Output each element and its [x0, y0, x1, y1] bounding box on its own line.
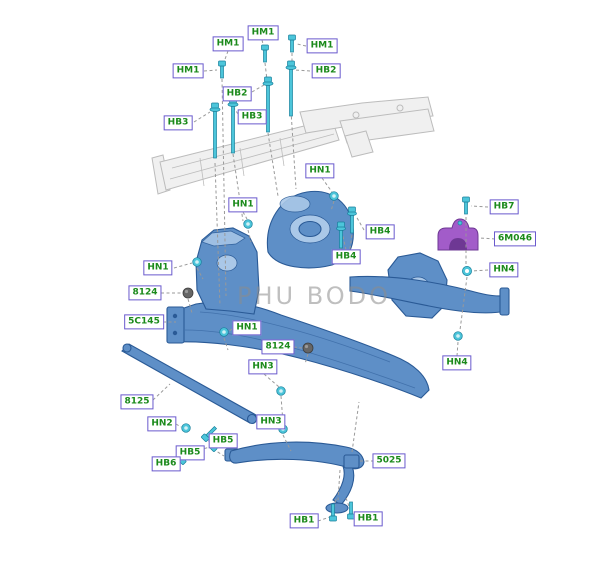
part-label-6m046-1: 6M046: [493, 231, 537, 247]
part-label-hb3-2: HB3: [237, 109, 267, 125]
part-label-hn2-1: HN2: [147, 416, 177, 432]
part-label-hb3-1: HB3: [163, 115, 193, 131]
part-label-8124-2: 8124: [261, 339, 295, 355]
part-label-hn1-3: HN1: [143, 260, 173, 276]
insulator-6m046: [437, 218, 479, 251]
part-label-hb5-2: HB5: [175, 445, 205, 461]
subframe-crossmember: [166, 190, 510, 399]
part-label-hb5-1: HB5: [208, 433, 238, 449]
part-label-8125-1: 8125: [120, 394, 154, 410]
part-label-hb1-2: HB1: [353, 511, 383, 527]
part-label-hm1-1: HM1: [212, 36, 244, 52]
part-label-hb6-1: HB6: [151, 456, 181, 472]
part-label-hn1-4: HN1: [232, 320, 262, 336]
part-label-hn4-1: HN4: [489, 262, 519, 278]
part-label-hn3-1: HN3: [248, 359, 278, 375]
part-label-hb2-2: HB2: [222, 86, 252, 102]
part-label-hb4-1: HB4: [365, 224, 395, 240]
part-label-hb7-1: HB7: [489, 199, 519, 215]
stabilizer-bar-5025: [224, 441, 365, 514]
part-label-hb1-1: HB1: [289, 513, 319, 529]
part-label-5c145-1: 5C145: [124, 314, 164, 330]
part-label-hm1-2: HM1: [247, 25, 279, 41]
frame-rail-ghost: [151, 96, 435, 195]
part-label-hn4-2: HN4: [442, 355, 472, 371]
leader-lines: [152, 39, 496, 522]
part-label-hn1-1: HN1: [305, 163, 335, 179]
part-label-hb4-2: HB4: [331, 249, 361, 265]
part-label-hn1-2: HN1: [228, 197, 258, 213]
part-label-hm1-3: HM1: [306, 38, 338, 54]
part-label-hn3-2: HN3: [256, 414, 286, 430]
part-label-5025-1: 5025: [372, 453, 406, 469]
part-label-hb2-1: HB2: [311, 63, 341, 79]
part-label-8124-1: 8124: [128, 285, 162, 301]
part-label-hm1-4: HM1: [172, 63, 204, 79]
